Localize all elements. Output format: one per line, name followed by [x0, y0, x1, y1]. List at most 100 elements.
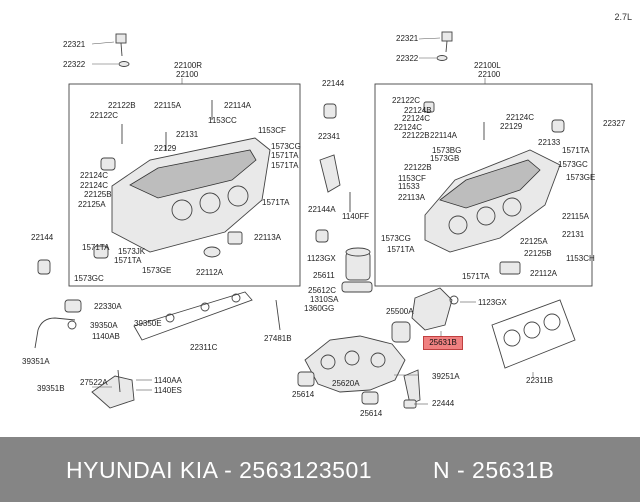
part-label: 25614 [360, 409, 383, 418]
engine-size-label: 2.7L [614, 12, 632, 22]
part-label: 22100L [474, 61, 501, 70]
part-label: 22311C [190, 343, 218, 352]
part-label: 1573GB [430, 154, 460, 163]
part-label: 25620A [332, 379, 360, 388]
parts-diagram: 2.7L 22321 22322 22100R 22100 22122B 221… [22, 12, 632, 418]
bolt-22321-right-drawing [418, 31, 453, 61]
parts-drawing [34, 31, 593, 409]
part-label: 22321 [396, 34, 419, 43]
part-label: 1123GX [478, 298, 507, 307]
part-label: 22122C [392, 96, 421, 105]
part-label: 22133 [538, 138, 561, 147]
part-label: 1140ES [154, 386, 182, 395]
footer-bar: HYUNDAI KIA - 2563123501 N - 25631B [0, 437, 640, 502]
part-label: 22115A [562, 212, 589, 221]
part-label: 22124C [394, 123, 423, 132]
part-label: 39351A [22, 357, 50, 366]
part-label: 1573GE [142, 266, 172, 275]
highlighted-part-label: 25631B [423, 336, 463, 350]
part-label: 22322 [63, 60, 86, 69]
part-label: 22125A [78, 200, 106, 209]
footer-brand-part-number: HYUNDAI KIA - 2563123501 [66, 457, 373, 483]
part-label: 22124B [404, 106, 432, 115]
part-label: 1573CG [271, 142, 301, 151]
part-label: 22341 [318, 132, 341, 141]
part-label: 22114A [224, 101, 251, 110]
part-label: 1571TA [387, 245, 415, 254]
part-label: 1573GC [558, 160, 588, 169]
part-label: 27481B [264, 334, 292, 343]
part-label: 1573GE [566, 173, 596, 182]
part-label: 22113A [398, 193, 425, 202]
part-label: 1153CF [398, 174, 426, 183]
part-label: 22112A [530, 269, 557, 278]
part-label: 27522A [80, 378, 108, 387]
part-label: 22129 [154, 144, 177, 153]
part-label: 22124C [506, 113, 535, 122]
part-label: 39351B [37, 384, 65, 393]
part-label: 1573CG [381, 234, 411, 243]
left-cylinder-head-drawing [93, 100, 271, 259]
part-label: 22124C [402, 114, 431, 123]
part-label: 22113A [254, 233, 281, 242]
bolt-22321-left-drawing [91, 33, 130, 67]
part-label: 22124C [80, 181, 109, 190]
part-label: 22112A [196, 268, 223, 277]
part-label: 22444 [432, 399, 455, 408]
part-label: 22124C [80, 171, 109, 180]
part-label: 1571TA [462, 272, 490, 281]
part-label: 39350A [90, 321, 118, 330]
part-label: 1571TA [114, 256, 142, 265]
gasket-22311c-drawing [133, 291, 253, 341]
part-label: 22122B [108, 101, 136, 110]
part-label: 22311B [526, 376, 553, 385]
part-label: 22144 [31, 233, 54, 242]
part-label: 1571TA [271, 161, 299, 170]
left-head-box [68, 83, 301, 287]
part-label: 22131 [176, 130, 199, 139]
part-label: 22100 [176, 70, 199, 79]
part-label: 1310SA [310, 295, 339, 304]
footer-part-code: N - 25631B [433, 457, 555, 483]
part-label: 22327 [603, 119, 626, 128]
head-gasket-22311b-drawing [491, 299, 576, 369]
part-label: 1571TA [562, 146, 590, 155]
part-label: 25612C [308, 286, 337, 295]
middle-parts-drawing [37, 103, 351, 275]
part-label: 22144A [308, 205, 336, 214]
part-label: 22144 [322, 79, 345, 88]
part-label: 22131 [562, 230, 585, 239]
part-label: 1123GX [307, 254, 336, 263]
part-label: 1153CH [566, 254, 595, 263]
part-label: 1140AA [154, 376, 182, 385]
part-label: 22100R [174, 61, 203, 70]
part-label: 1153CF [258, 126, 286, 135]
part-label: 22330A [94, 302, 122, 311]
part-label: 25614 [292, 390, 315, 399]
part-label: 1571TA [271, 151, 299, 160]
water-outlet-drawing [341, 247, 459, 343]
right-head-box [374, 83, 593, 287]
part-label: 22115A [154, 101, 181, 110]
part-label: 1360GG [304, 304, 335, 313]
part-label: 22122C [90, 111, 119, 120]
part-label: 39350E [134, 319, 162, 328]
part-label: 22122B [404, 163, 432, 172]
part-label: 11533 [398, 182, 420, 191]
part-label: 25611 [313, 271, 335, 280]
part-label: 22322 [396, 54, 419, 63]
part-label: 1571TA [82, 243, 110, 252]
part-label: 22321 [63, 40, 86, 49]
exhaust-manifold-drawing [275, 299, 421, 409]
part-label: 22125A [520, 237, 548, 246]
part-label: 1153CC [208, 116, 237, 125]
part-label: 1573GC [74, 274, 104, 283]
part-label: 1573BG [432, 146, 462, 155]
part-label: 1573JK [118, 247, 146, 256]
part-label: 1140AB [92, 332, 120, 341]
part-label: 22125B [84, 190, 112, 199]
part-label: 22125B [524, 249, 552, 258]
sensor-heat-shield-drawing [34, 299, 135, 409]
right-cylinder-head-drawing [423, 101, 565, 275]
part-label: 1571TA [262, 198, 290, 207]
